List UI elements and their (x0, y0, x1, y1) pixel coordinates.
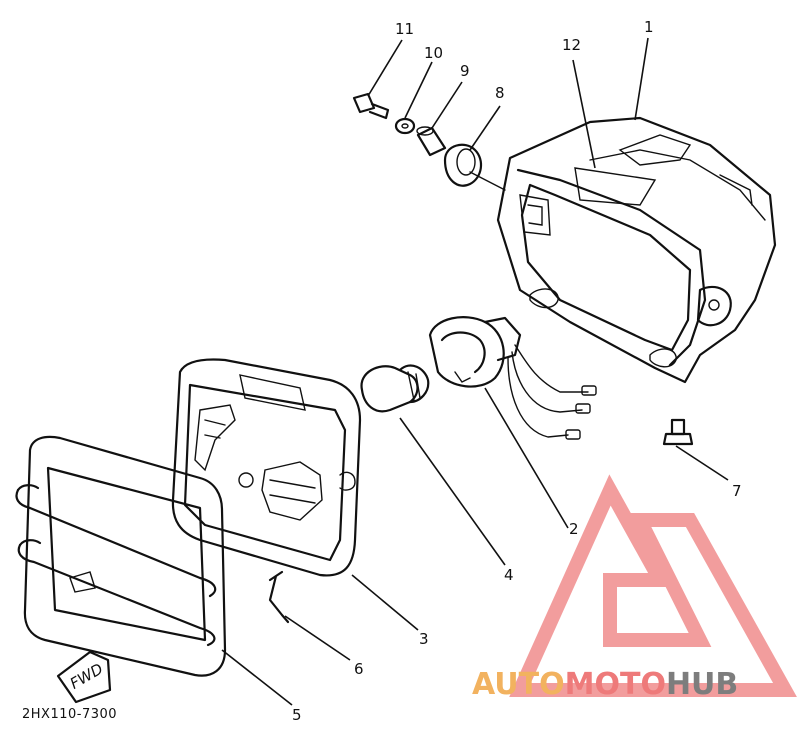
headlight-lens-unit (171, 358, 362, 577)
callout-5: 5 (292, 706, 302, 724)
callout-4: 4 (504, 566, 514, 584)
watermark-auto: AUTO (472, 667, 565, 702)
collar-9 (416, 126, 447, 157)
callout-10: 10 (424, 44, 443, 62)
watermark-hub: HUB (666, 667, 738, 702)
grommet-8 (443, 143, 483, 187)
bolt-11 (352, 92, 390, 120)
callout-9: 9 (460, 62, 470, 80)
callout-3: 3 (419, 630, 429, 648)
callout-1: 1 (644, 18, 654, 36)
headlight-rim-guard (15, 435, 227, 677)
callout-8: 8 (495, 84, 505, 102)
watermark-text: AUTOMOTOHUB (472, 667, 738, 702)
callout-7: 7 (732, 482, 742, 500)
fwd-arrow: FWD (56, 650, 112, 704)
wire-clip (268, 570, 290, 624)
watermark-moto: MOTO (565, 667, 666, 702)
screw-7 (662, 418, 694, 446)
part-code: 2HX110-7300 (22, 707, 117, 722)
washer-10 (394, 117, 416, 135)
leader-lines (221, 37, 729, 706)
watermark-logo (509, 474, 797, 697)
svg-text:AUTOMOTOHUB: AUTOMOTOHUB (472, 667, 738, 702)
callout-12: 12 (562, 36, 581, 54)
callout-6: 6 (354, 660, 364, 678)
callout-numbers: 1 2 3 4 5 6 7 8 9 10 11 12 (292, 18, 742, 724)
headlight-bulb (360, 364, 430, 413)
callout-2: 2 (569, 520, 579, 538)
bulb-socket (428, 316, 597, 440)
callout-11: 11 (395, 20, 414, 38)
headlight-housing (469, 116, 777, 384)
